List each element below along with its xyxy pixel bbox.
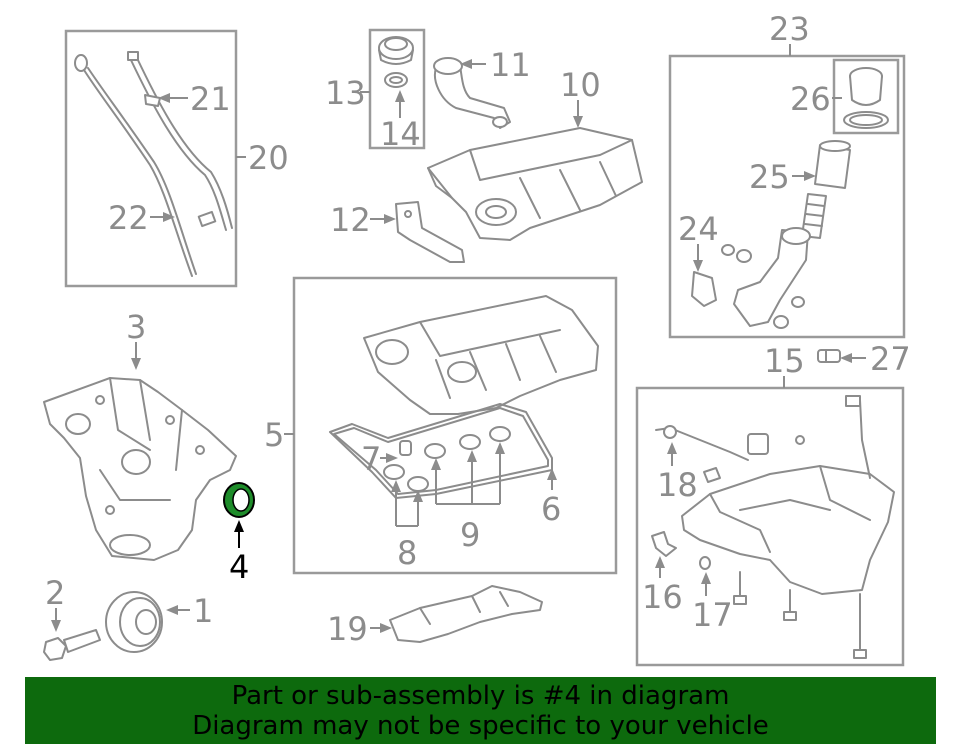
dipstick-drawing xyxy=(74,51,233,277)
gasket-drawing xyxy=(329,403,553,499)
bolt-drawing xyxy=(43,629,101,661)
box-oil-pan-group xyxy=(635,386,905,667)
label-26: 26 xyxy=(790,80,831,118)
box-filter-cap xyxy=(832,58,900,135)
label-4: 4 xyxy=(229,548,249,586)
timing-cover-drawing xyxy=(43,377,237,561)
label-2: 2 xyxy=(45,574,65,612)
sensor-drawing xyxy=(817,349,841,363)
label-6: 6 xyxy=(541,490,561,528)
pulley-drawing xyxy=(105,591,163,653)
label-24: 24 xyxy=(678,210,719,248)
box-oil-filter-group xyxy=(668,54,906,339)
label-18: 18 xyxy=(657,466,698,504)
leader-27 xyxy=(840,353,866,363)
label-12: 12 xyxy=(330,201,371,239)
label-20: 20 xyxy=(248,139,289,177)
leader-11 xyxy=(460,59,486,69)
leader-4 xyxy=(234,520,244,548)
label-21: 21 xyxy=(190,80,231,118)
label-13: 13 xyxy=(325,74,366,112)
label-17: 17 xyxy=(692,596,733,634)
leader-12 xyxy=(370,214,396,224)
label-25: 25 xyxy=(749,158,790,196)
oil-cap-drawing xyxy=(378,36,414,88)
front-crank-seal-highlighted xyxy=(223,482,255,518)
box-dipstick-group xyxy=(64,29,238,288)
leader-25 xyxy=(792,171,816,181)
filler-tube-drawing xyxy=(433,57,511,129)
leader-6 xyxy=(547,468,557,490)
box-cap-group xyxy=(368,28,426,150)
leader-19 xyxy=(370,623,392,633)
bracket-drawing xyxy=(395,201,465,263)
banner-line-2: Diagram may not be specific to your vehi… xyxy=(192,710,769,741)
leader-1 xyxy=(166,605,190,615)
label-16: 16 xyxy=(642,578,683,616)
label-27: 27 xyxy=(870,340,911,378)
label-5: 5 xyxy=(264,416,284,454)
leader-8 xyxy=(391,480,423,527)
label-15: 15 xyxy=(764,342,805,380)
banner-line-1: Part or sub-assembly is #4 in diagram xyxy=(231,680,730,711)
leader-10 xyxy=(573,100,583,128)
leader-21 xyxy=(158,93,188,103)
label-10: 10 xyxy=(560,66,601,104)
leader-14 xyxy=(395,90,405,118)
leader-24 xyxy=(693,244,703,272)
leader-3 xyxy=(131,342,141,370)
label-1: 1 xyxy=(193,592,213,630)
oil-filter-drawing xyxy=(691,67,889,329)
label-11: 11 xyxy=(490,46,531,84)
leader-7 xyxy=(380,453,398,463)
leader-16 xyxy=(655,556,665,578)
leader-18 xyxy=(667,442,677,466)
label-22: 22 xyxy=(108,199,149,237)
label-14: 14 xyxy=(380,115,421,153)
label-19: 19 xyxy=(327,610,368,648)
leader-9 xyxy=(431,442,505,505)
info-banner: Part or sub-assembly is #4 in diagram Di… xyxy=(25,677,936,744)
label-8: 8 xyxy=(397,534,417,572)
label-23: 23 xyxy=(769,10,810,48)
leader-2 xyxy=(51,608,61,632)
banner-background xyxy=(25,677,936,744)
label-7: 7 xyxy=(361,440,381,478)
valve-cover-drawing xyxy=(427,127,643,241)
label-3: 3 xyxy=(126,308,146,346)
leader-22 xyxy=(150,212,175,222)
oil-pan-drawing xyxy=(651,395,895,659)
windage-tray-drawing xyxy=(389,585,543,643)
box-intake-group xyxy=(292,276,618,575)
label-9: 9 xyxy=(460,516,480,554)
leader-17 xyxy=(701,572,711,596)
intake-manifold-drawing xyxy=(363,295,599,415)
